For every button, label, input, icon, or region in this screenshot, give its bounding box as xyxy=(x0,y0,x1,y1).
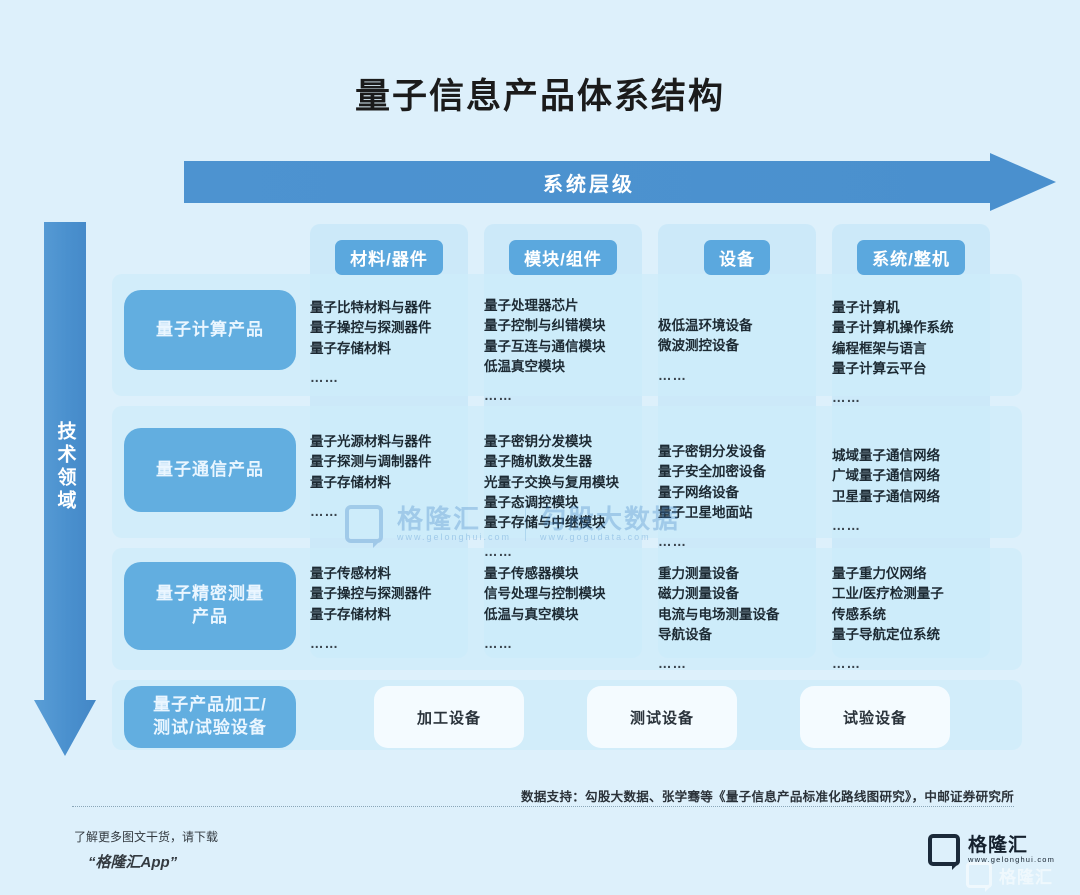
system-hierarchy-label: 系统层级 xyxy=(543,173,635,196)
footer-divider xyxy=(72,806,1014,807)
gelonghui-logo-icon xyxy=(966,862,992,892)
column-header-systems[interactable]: 系统/整机 xyxy=(832,240,990,275)
cell-items: 量子计算机量子计算机操作系统编程框架与语言量子计算云平台 xyxy=(832,300,954,376)
page-title: 量子信息产品体系结构 xyxy=(354,77,725,116)
cell-ellipsis: …… xyxy=(484,635,513,651)
app-promo-line1: 了解更多图文干货，请下载 xyxy=(74,830,219,844)
footer-brand-watermark-name: 格隆汇 xyxy=(999,867,1053,887)
cell-measurement-systems: 量子重力仪网络工业/医疗检测量子传感系统量子导航定位系统 …… xyxy=(832,564,996,674)
app-promo: 了解更多图文干货，请下载 “格隆汇App” xyxy=(74,826,218,877)
gelonghui-logo-icon xyxy=(928,834,960,870)
cell-measurement-modules: 量子传感器模块信号处理与控制模块低温与真空模块 …… xyxy=(484,564,648,654)
cell-computing-systems: 量子计算机量子计算机操作系统编程框架与语言量子计算云平台 …… xyxy=(832,298,996,408)
cell-items: 量子密钥分发设备量子安全加密设备量子网络设备量子卫星地面站 xyxy=(658,444,766,520)
row-label-quantum-communication[interactable]: 量子通信产品 xyxy=(124,428,296,512)
cell-items: 重力测量设备磁力测量设备电流与电场测量设备导航设备 xyxy=(658,566,780,642)
system-hierarchy-arrow: 系统层级 xyxy=(184,153,1056,211)
cell-ellipsis: …… xyxy=(832,656,861,671)
row-label-quantum-computing[interactable]: 量子计算产品 xyxy=(124,290,296,370)
product-matrix: 材料/器件 模块/组件 设备 系统/整机 量子计算产品 量子通信产品 量子精密测… xyxy=(112,224,1022,750)
source-note: 数据支持：勾股大数据、张学骞等《量子信息产品标准化路线图研究》，中邮证券研究所 xyxy=(521,790,1014,804)
technology-domain-arrow: 技术领域 xyxy=(34,222,96,756)
column-header-equipment[interactable]: 设备 xyxy=(658,240,816,275)
cell-computing-equipment: 极低温环境设备微波测控设备 …… xyxy=(658,316,822,386)
cell-items: 量子重力仪网络工业/医疗检测量子传感系统量子导航定位系统 xyxy=(832,566,944,642)
cell-ellipsis: …… xyxy=(484,544,513,560)
column-header-label: 系统/整机 xyxy=(857,240,965,275)
cell-items: 极低温环境设备微波测控设备 xyxy=(658,318,753,354)
cell-items: 量子比特材料与器件量子操控与探测器件量子存储材料 xyxy=(310,300,432,356)
cell-communication-systems: 城域量子通信网络广域量子通信网络卫星量子通信网络 …… xyxy=(832,446,996,536)
cell-communication-materials: 量子光源材料与器件量子探测与调制器件量子存储材料 …… xyxy=(310,432,474,522)
cell-ellipsis: …… xyxy=(658,534,687,549)
cell-ellipsis: …… xyxy=(658,367,687,383)
cell-computing-materials: 量子比特材料与器件量子操控与探测器件量子存储材料 …… xyxy=(310,298,474,388)
equipment-box-testing[interactable]: 测试设备 xyxy=(587,686,737,748)
equipment-box-processing[interactable]: 加工设备 xyxy=(374,686,524,748)
footer-brand-watermark: 格隆汇 xyxy=(966,862,1053,892)
cell-ellipsis: …… xyxy=(832,390,861,405)
cell-items: 量子密钥分发模块量子随机数发生器光量子交换与复用模块量子态调控模块量子存储与中继… xyxy=(484,434,619,530)
technology-domain-label: 技术领域 xyxy=(54,421,76,513)
cell-communication-modules: 量子密钥分发模块量子随机数发生器光量子交换与复用模块量子态调控模块量子存储与中继… xyxy=(484,432,648,563)
equipment-box-trial[interactable]: 试验设备 xyxy=(800,686,950,748)
cell-ellipsis: …… xyxy=(310,369,339,385)
cell-measurement-materials: 量子传感材料量子操控与探测器件量子存储材料 …… xyxy=(310,564,474,654)
column-header-label: 材料/器件 xyxy=(335,240,443,275)
horizontal-arrow-shape xyxy=(184,153,1056,211)
cell-communication-equipment: 量子密钥分发设备量子安全加密设备量子网络设备量子卫星地面站 …… xyxy=(658,442,822,552)
cell-items: 量子传感器模块信号处理与控制模块低温与真空模块 xyxy=(484,566,606,622)
footer-brand-name: 格隆汇 xyxy=(968,834,1029,856)
column-header-label: 模块/组件 xyxy=(509,240,617,275)
cell-items: 量子传感材料量子操控与探测器件量子存储材料 xyxy=(310,566,432,622)
footer-brand-logo: 格隆汇 www.gelonghui.com xyxy=(928,834,1056,870)
cell-measurement-equipment: 重力测量设备磁力测量设备电流与电场测量设备导航设备 …… xyxy=(658,564,822,674)
cell-items: 城域量子通信网络广域量子通信网络卫星量子通信网络 xyxy=(832,448,940,504)
cell-ellipsis: …… xyxy=(832,517,861,533)
column-header-label: 设备 xyxy=(704,240,770,275)
column-header-materials[interactable]: 材料/器件 xyxy=(310,240,468,275)
cell-items: 量子处理器芯片量子控制与纠错模块量子互连与通信模块低温真空模块 xyxy=(484,298,606,374)
cell-ellipsis: …… xyxy=(484,388,513,403)
footer-brand-text: 格隆汇 www.gelonghui.com xyxy=(968,834,1056,865)
app-promo-line2: “格隆汇App” xyxy=(88,853,178,871)
footer-brand-url: www.gelonghui.com xyxy=(968,855,1056,865)
cell-items: 量子光源材料与器件量子探测与调制器件量子存储材料 xyxy=(310,434,432,490)
cell-ellipsis: …… xyxy=(658,656,687,671)
vertical-arrow-shape xyxy=(34,222,96,756)
cell-ellipsis: …… xyxy=(310,635,339,651)
cell-computing-modules: 量子处理器芯片量子控制与纠错模块量子互连与通信模块低温真空模块 …… xyxy=(484,296,648,406)
cell-ellipsis: …… xyxy=(310,503,339,519)
row-label-quantum-processing[interactable]: 量子产品加工/测试/试验设备 xyxy=(124,686,296,748)
column-header-modules[interactable]: 模块/组件 xyxy=(484,240,642,275)
row-label-quantum-measurement[interactable]: 量子精密测量产品 xyxy=(124,562,296,650)
